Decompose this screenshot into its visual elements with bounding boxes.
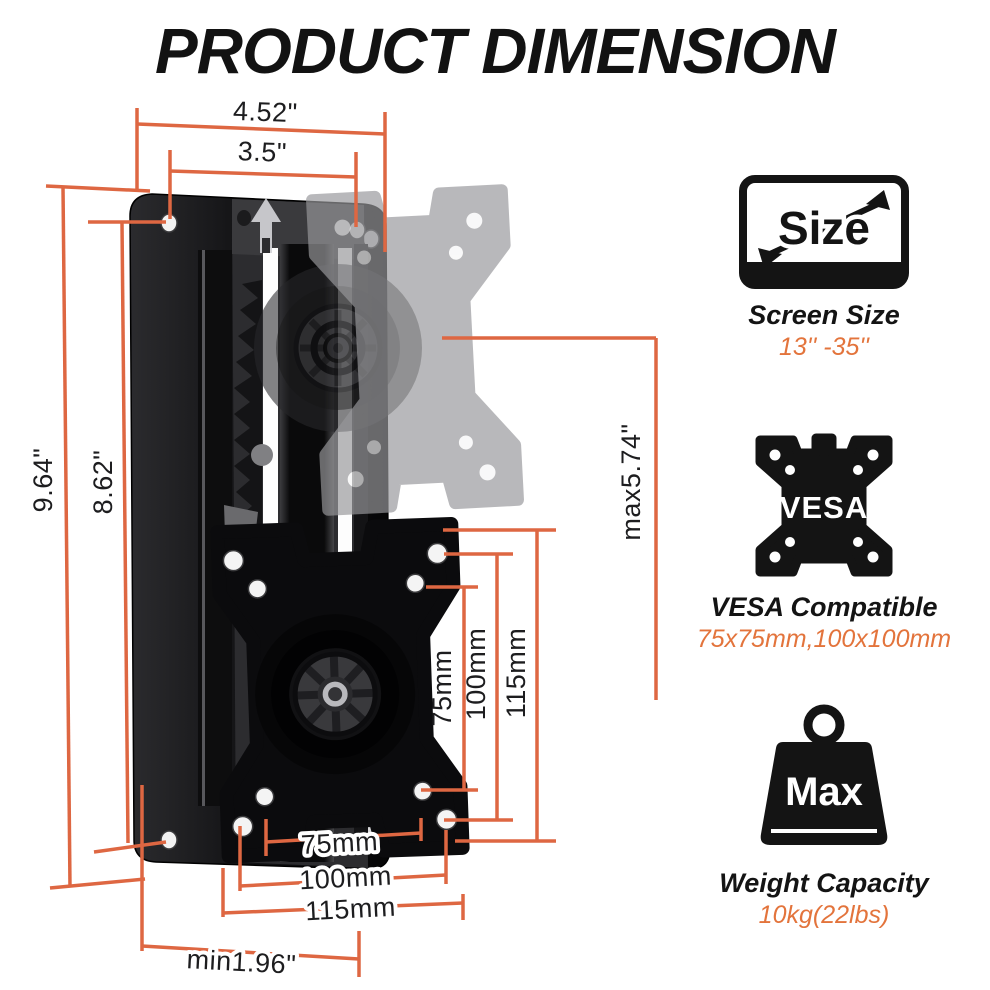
vesa-icon-text: VESA xyxy=(780,490,868,525)
dim-label-height-adjust: max5.74" xyxy=(616,423,646,540)
page-title: PRODUCT DIMENSION xyxy=(155,15,836,87)
tilt-hub xyxy=(255,614,416,775)
max-icon-text: Max xyxy=(785,770,863,814)
dim-label-top-inner: 3.5" xyxy=(237,136,287,168)
feature-screen-size: Size Screen Size 13'' -35'' xyxy=(688,174,960,362)
feature-value: 75x75mm,100x100mm xyxy=(696,625,952,653)
dim-label-left-outer: 9.64" xyxy=(28,448,58,513)
dimension-lines-vesa-vertical xyxy=(421,528,556,843)
dim-label-vesa-v-75: 75mm xyxy=(427,649,457,726)
dim-label-bottom-depth: min1.96" xyxy=(186,944,297,980)
feature-value: 13'' -35'' xyxy=(779,333,869,361)
vesa-plate-icon: VESA xyxy=(755,433,893,577)
dim-label-top-outer: 4.52" xyxy=(232,96,298,128)
feature-label: Screen Size xyxy=(748,300,900,330)
vesa-plate xyxy=(210,517,470,863)
feature-vesa-compatible: VESA VESA Compatible 75x75mm,100x100mm xyxy=(688,422,960,654)
vesa-hole-100 xyxy=(231,815,254,838)
feature-value: 10kg(22lbs) xyxy=(758,901,890,929)
dim-label-vesa-v-100: 100mm xyxy=(461,628,491,721)
feature-label: VESA Compatible xyxy=(710,592,938,622)
dim-label-vesa-h-100: 100mm xyxy=(299,861,393,896)
dimension-lines-left xyxy=(45,184,167,890)
vesa-hole-75 xyxy=(247,579,268,599)
dim-label-vesa-h-115: 115mm xyxy=(305,892,397,927)
vesa-hole-75 xyxy=(254,786,275,807)
wall-plate-hole xyxy=(160,830,178,850)
diagonal-resize-arrow xyxy=(768,201,880,257)
dimension-lines-bottom xyxy=(140,785,465,977)
feature-weight-capacity: Max Weight Capacity 10kg(22lbs) xyxy=(688,700,960,930)
size-icon-text: Size xyxy=(778,202,870,254)
dim-label-vesa-v-115: 115mm xyxy=(501,628,531,719)
dim-label-left-inner: 8.62" xyxy=(88,450,118,515)
dim-label-vesa-h-75: 75mm xyxy=(300,826,378,860)
screen-size-icon: Size xyxy=(739,175,909,289)
mount-dimension-drawing: 4.52" 3.5" 9.64" 8.62" max5.74" 75mm 100… xyxy=(28,95,658,980)
up-arrow-icon xyxy=(251,198,281,253)
vesa-hole-75 xyxy=(405,573,426,594)
feature-label: Weight Capacity xyxy=(719,868,929,898)
dimension-lines-height-adjust xyxy=(442,336,658,700)
dimension-lines-top xyxy=(135,108,387,252)
vesa-plate-ghost xyxy=(306,184,524,516)
vesa-hole-100 xyxy=(222,549,245,572)
max-weight-icon: Max xyxy=(760,704,888,845)
